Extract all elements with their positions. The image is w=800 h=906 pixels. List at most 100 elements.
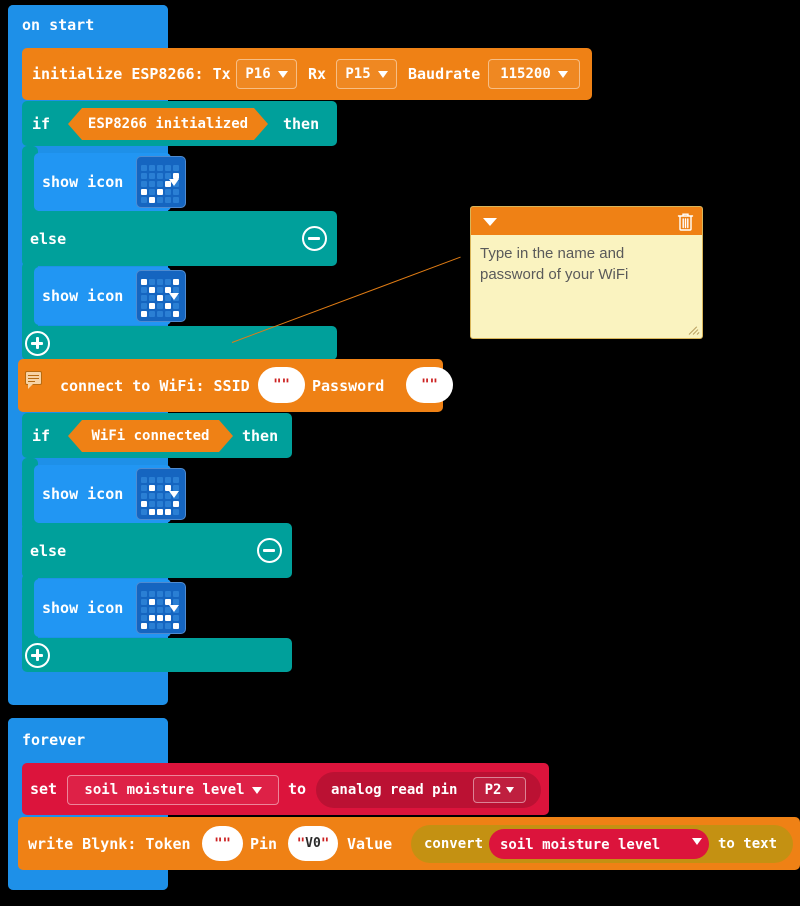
led-cell bbox=[141, 173, 147, 179]
comment-bubble[interactable]: Type in the name and password of your Wi… bbox=[470, 206, 703, 339]
comment-text[interactable]: Type in the name and password of your Wi… bbox=[480, 243, 693, 285]
else-row-1[interactable] bbox=[22, 211, 337, 266]
quote-close: " bbox=[320, 835, 330, 852]
chevron-down-icon bbox=[377, 70, 388, 78]
value-label: Value bbox=[347, 835, 393, 853]
led-cell bbox=[173, 623, 179, 629]
baudrate-dropdown[interactable]: 115200 bbox=[488, 59, 580, 89]
comment-text-line-1: Type in the name and bbox=[480, 245, 625, 262]
led-cell bbox=[173, 287, 179, 293]
ssid-input[interactable]: "" bbox=[258, 367, 305, 403]
analog-read-pin-block[interactable] bbox=[316, 772, 541, 808]
show-icon-label-1: show icon bbox=[42, 173, 124, 191]
quote-close: " bbox=[429, 377, 438, 393]
led-cell bbox=[165, 189, 171, 195]
led-cell bbox=[165, 197, 171, 203]
wifi-connected-condition[interactable]: WiFi connected bbox=[68, 420, 233, 452]
add-else-button-2[interactable] bbox=[25, 643, 50, 668]
tx-pin-dropdown[interactable]: P16 bbox=[236, 59, 297, 89]
else-row-2[interactable] bbox=[22, 523, 292, 578]
trash-icon[interactable] bbox=[677, 212, 694, 231]
led-cell bbox=[157, 295, 163, 301]
analog-pin-dropdown[interactable]: P2 bbox=[473, 777, 526, 803]
led-cell bbox=[149, 279, 155, 285]
comment-header[interactable] bbox=[471, 207, 702, 235]
if-footer-2[interactable] bbox=[22, 638, 292, 672]
led-cell bbox=[173, 591, 179, 597]
baudrate-value: 115200 bbox=[500, 66, 551, 82]
chevron-down-icon[interactable] bbox=[692, 838, 702, 845]
led-cell bbox=[141, 477, 147, 483]
led-cell bbox=[149, 485, 155, 491]
on-start-header[interactable] bbox=[8, 5, 168, 47]
no-cross-icon[interactable] bbox=[136, 270, 186, 322]
esp-initialized-condition[interactable]: ESP8266 initialized bbox=[68, 108, 268, 140]
then-label-2: then bbox=[242, 427, 279, 445]
led-cell bbox=[149, 287, 155, 293]
led-cell bbox=[141, 165, 147, 171]
led-cell bbox=[165, 181, 171, 187]
convert-variable-name: soil moisture level bbox=[500, 837, 661, 853]
led-cell bbox=[173, 279, 179, 285]
comment-line bbox=[28, 375, 39, 376]
if-label-2: if bbox=[32, 427, 51, 445]
comment-text-line-2: password of your WiFi bbox=[480, 266, 629, 283]
quote-open: " bbox=[421, 377, 430, 393]
rx-pin-dropdown[interactable]: P15 bbox=[336, 59, 397, 89]
remove-else-button-2[interactable] bbox=[257, 538, 282, 563]
quote-open: " bbox=[273, 377, 282, 393]
led-cell bbox=[141, 501, 147, 507]
led-cell bbox=[149, 181, 155, 187]
connect-to-wifi-block[interactable] bbox=[18, 359, 443, 412]
led-cell bbox=[141, 591, 147, 597]
led-cell bbox=[149, 607, 155, 613]
led-cell bbox=[141, 607, 147, 613]
sad-face-icon[interactable] bbox=[136, 582, 186, 634]
led-cell bbox=[149, 303, 155, 309]
led-cell bbox=[173, 311, 179, 317]
led-cell bbox=[173, 189, 179, 195]
comment-resize-handle[interactable] bbox=[688, 324, 700, 336]
led-cell bbox=[141, 287, 147, 293]
analog-read-pin-label: analog read pin bbox=[331, 782, 458, 798]
comment-marker-icon[interactable] bbox=[25, 371, 42, 389]
password-label: Password bbox=[312, 377, 385, 395]
led-cell bbox=[165, 509, 171, 515]
led-cell bbox=[141, 509, 147, 515]
led-cell bbox=[149, 493, 155, 499]
led-cell bbox=[149, 295, 155, 301]
led-cell bbox=[149, 591, 155, 597]
chevron-down-icon bbox=[506, 787, 515, 793]
led-cell bbox=[165, 493, 171, 499]
forever-header[interactable] bbox=[8, 718, 168, 762]
led-cell bbox=[173, 303, 179, 309]
led-cell bbox=[141, 295, 147, 301]
led-cell bbox=[157, 485, 163, 491]
to-text-label: to text bbox=[718, 836, 778, 852]
add-else-button-1[interactable] bbox=[25, 331, 50, 356]
initialize-esp8266-block[interactable] bbox=[22, 48, 592, 100]
led-grid bbox=[141, 279, 179, 317]
chevron-down-icon[interactable] bbox=[483, 218, 497, 226]
convert-variable-reporter[interactable] bbox=[489, 829, 709, 859]
variable-dropdown[interactable]: soil moisture level bbox=[67, 775, 279, 805]
esp-initialized-label: ESP8266 initialized bbox=[87, 116, 249, 132]
blynk-pin-input[interactable]: "V0" bbox=[288, 826, 338, 861]
led-cell bbox=[149, 501, 155, 507]
token-input[interactable]: "" bbox=[202, 826, 243, 861]
led-cell bbox=[173, 165, 179, 171]
password-input[interactable]: "" bbox=[406, 367, 453, 403]
baudrate-label: Baudrate bbox=[408, 65, 481, 83]
remove-else-button-1[interactable] bbox=[302, 226, 327, 251]
happy-face-icon[interactable] bbox=[136, 468, 186, 520]
led-cell bbox=[165, 623, 171, 629]
chevron-down-icon bbox=[251, 786, 262, 794]
else-label-2: else bbox=[30, 542, 67, 560]
initialize-prefix-label: initialize ESP8266: Tx bbox=[32, 65, 231, 83]
if-footer-1[interactable] bbox=[22, 326, 337, 360]
led-cell bbox=[173, 477, 179, 483]
blynk-pin-value: V0 bbox=[305, 836, 321, 851]
chevron-down-icon bbox=[169, 491, 179, 498]
yes-check-icon[interactable] bbox=[136, 156, 186, 208]
